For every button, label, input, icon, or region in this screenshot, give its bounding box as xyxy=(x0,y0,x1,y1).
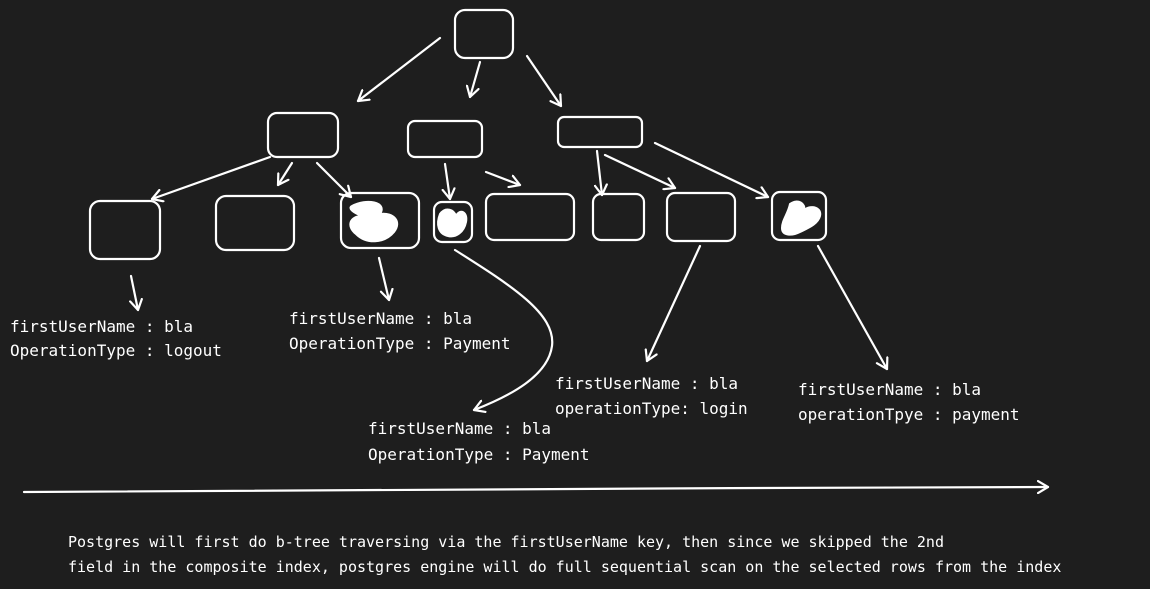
caption-line-1: Postgres will first do b-tree traversing… xyxy=(68,533,944,551)
caption-line-2: field in the composite index, postgres e… xyxy=(68,558,1061,576)
leaf-node-1 xyxy=(88,199,162,261)
record-5-line-2: operationTpye : payment xyxy=(798,405,1020,424)
arrow-leaf-7-to-record xyxy=(647,244,702,363)
arrow-leaf-1-to-record xyxy=(131,274,138,312)
record-4-line-1: firstUserName : bla xyxy=(555,374,738,393)
record-5-line-1: firstUserName : bla xyxy=(798,380,981,399)
scribble-mark-1 xyxy=(349,200,399,243)
record-4-line-2: operationType: login xyxy=(555,399,748,418)
arrow-right-to-leaf-6 xyxy=(597,149,602,197)
sequential-scan-arrow xyxy=(22,487,1050,492)
arrow-right-to-leaf-8 xyxy=(653,141,770,197)
arrow-left-to-leaf-2 xyxy=(276,161,294,187)
arrow-leaf-8-to-record xyxy=(816,244,887,371)
arrow-left-to-leaf-3 xyxy=(315,161,353,199)
internal-node-middle xyxy=(406,119,484,159)
arrow-root-to-middle xyxy=(470,60,482,99)
leaf-node-8-selected xyxy=(770,190,828,242)
arrow-right-to-leaf-7 xyxy=(603,153,677,188)
record-3-line-2: OperationType : Payment xyxy=(368,445,590,464)
root-node xyxy=(453,8,515,60)
arrow-left-to-leaf-1 xyxy=(150,155,272,199)
scribble-mark-3 xyxy=(780,200,822,236)
record-3-line-1: firstUserName : bla xyxy=(368,419,551,438)
leaf-node-2 xyxy=(214,194,296,252)
record-1-line-2: OperationType : logout xyxy=(10,341,222,360)
record-2-line-1: firstUserName : bla xyxy=(289,309,472,328)
internal-node-right xyxy=(556,115,644,149)
arrow-root-to-left xyxy=(356,36,442,103)
internal-node-left xyxy=(266,111,340,159)
arrow-root-to-right xyxy=(525,54,563,108)
leaf-node-7 xyxy=(665,191,737,243)
arrow-leaf-3-to-record xyxy=(377,256,389,302)
arrow-middle-to-leaf-5 xyxy=(484,170,522,185)
leaf-node-3-selected xyxy=(339,191,421,250)
scribble-mark-2 xyxy=(437,208,468,238)
leaf-node-6 xyxy=(591,192,646,242)
record-2-line-2: OperationType : Payment xyxy=(289,334,511,353)
record-1-line-1: firstUserName : bla xyxy=(10,317,193,336)
leaf-node-5 xyxy=(484,192,576,242)
arrow-middle-to-leaf-4 xyxy=(445,162,450,201)
arrow-leaf-4-to-record xyxy=(453,248,554,410)
leaf-node-4-selected xyxy=(432,200,474,244)
